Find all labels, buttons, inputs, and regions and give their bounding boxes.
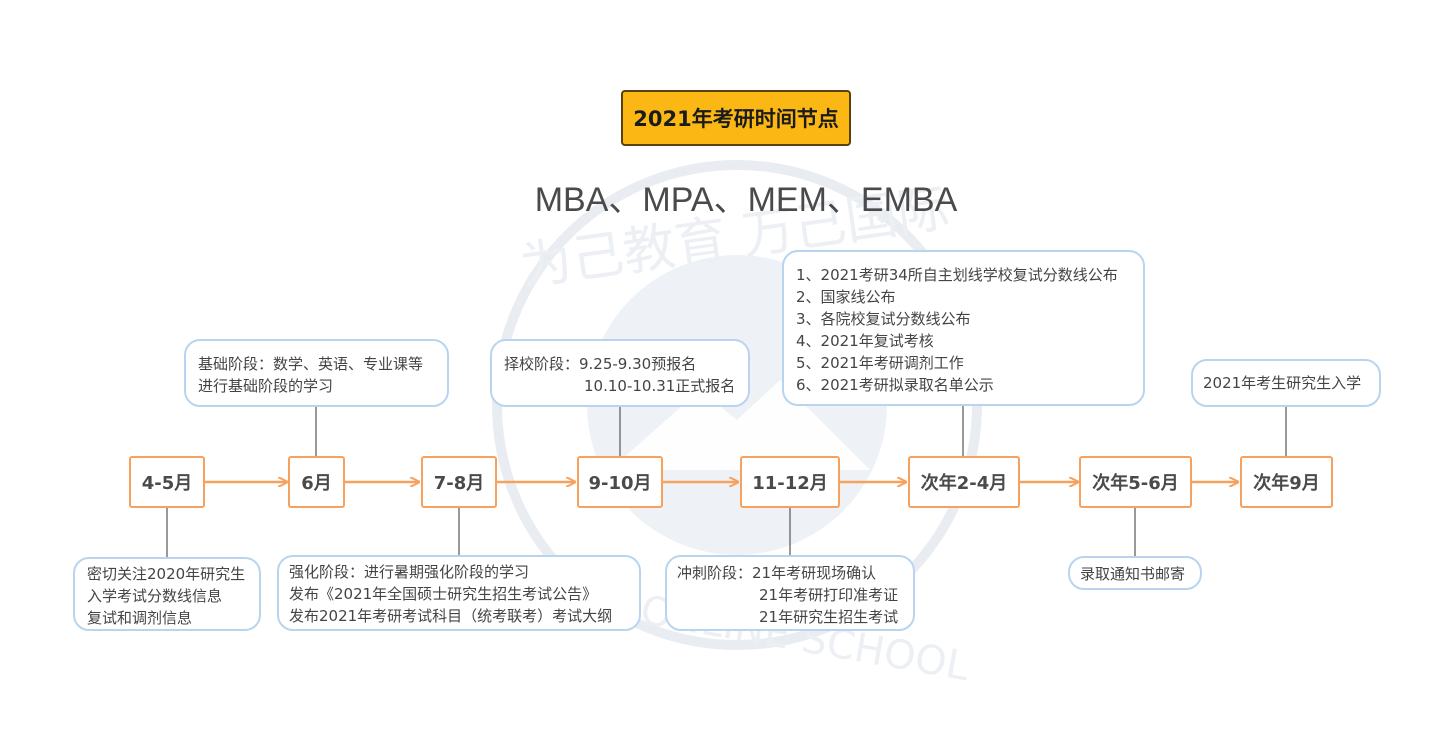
note-6: 基础阶段：数学、英语、专业课等 进行基础阶段的学习 (184, 339, 449, 407)
note-line: 2、国家线公布 (796, 288, 896, 306)
timeline-node-9-10: 9-10月 (577, 456, 663, 508)
note-line: 录取通知书邮寄 (1080, 565, 1186, 583)
note-line: 基础阶段：数学、英语、专业课等 (198, 355, 424, 373)
note-line: 冲刺阶段：21年考研现场确认 (677, 564, 877, 582)
timeline-node-4-5: 4-5月 (129, 456, 205, 508)
note-line: 6、2021考研拟录取名单公示 (796, 376, 994, 394)
timeline-node-next-9: 次年9月 (1240, 456, 1333, 508)
timeline-node-6: 6月 (288, 456, 345, 508)
note-line: 3、各院校复试分数线公布 (796, 310, 971, 328)
note-line: 2021年考生研究生入学 (1203, 374, 1362, 392)
note-line: 发布2021年考研考试科目（统考联考）考试大纲 (289, 607, 613, 625)
timeline-node-11-12: 11-12月 (740, 456, 840, 508)
timeline-node-next-5-6: 次年5-6月 (1079, 456, 1192, 508)
note-line: 择校阶段：9.25-9.30预报名 (504, 355, 697, 373)
note-9-10: 择校阶段：9.25-9.30预报名 10.10-10.31正式报名 (490, 339, 750, 407)
note-line: 1、2021考研34所自主划线学校复试分数线公布 (796, 266, 1118, 284)
note-connectors (166, 406, 1287, 557)
note-line: 10.10-10.31正式报名 (584, 377, 736, 395)
note-next-2-4: 1、2021考研34所自主划线学校复试分数线公布 2、国家线公布 3、各院校复试… (782, 250, 1145, 406)
note-line: 复试和调剂信息 (87, 609, 193, 627)
timeline-node-next-2-4: 次年2-4月 (908, 456, 1020, 508)
note-next-5-6: 录取通知书邮寄 (1068, 556, 1202, 590)
note-line: 21年考研打印准考证 (759, 586, 899, 604)
note-7-8: 强化阶段：进行暑期强化阶段的学习 发布《2021年全国硕士研究生招生考试公告》 … (277, 555, 641, 631)
note-line: 5、2021年考研调剂工作 (796, 354, 964, 372)
note-line: 密切关注2020年研究生 (87, 565, 246, 583)
note-line: 入学考试分数线信息 (87, 587, 223, 605)
note-4-5: 密切关注2020年研究生 入学考试分数线信息 复试和调剂信息 (73, 557, 261, 631)
timeline-node-7-8: 7-8月 (421, 456, 497, 508)
note-line: 发布《2021年全国硕士研究生招生考试公告》 (289, 585, 598, 603)
note-next-9: 2021年考生研究生入学 (1191, 359, 1381, 407)
note-line: 4、2021年复试考核 (796, 332, 934, 350)
note-11-12: 冲刺阶段：21年考研现场确认 21年考研打印准考证 21年研究生招生考试 (665, 555, 915, 631)
diagram-subtitle: MBA、MPA、MEM、EMBA (534, 181, 958, 219)
note-line: 进行基础阶段的学习 (198, 377, 334, 395)
note-line: 21年研究生招生考试 (759, 608, 899, 626)
diagram-title: 2021年考研时间节点 (621, 90, 851, 146)
note-line: 强化阶段：进行暑期强化阶段的学习 (289, 563, 530, 581)
